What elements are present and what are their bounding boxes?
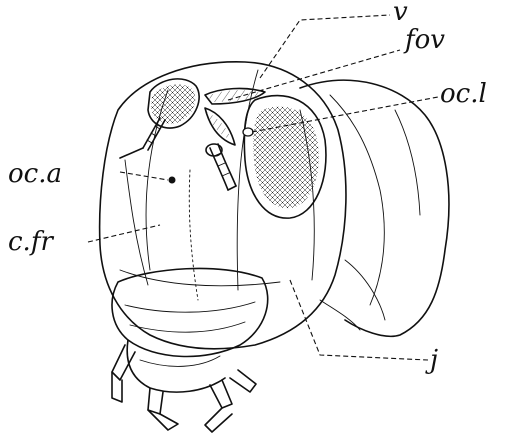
label-v: v [393, 0, 408, 27]
label-oc-l: oc.l [440, 79, 487, 109]
left-compound-eye [148, 79, 199, 128]
mouthparts [112, 268, 268, 432]
label-fov: fov [403, 25, 445, 55]
leader-fov [228, 50, 400, 100]
leader-c-fr [88, 225, 160, 242]
label-c-fr: c.fr [8, 227, 54, 257]
thorax-outline [300, 80, 449, 336]
head-capsule [100, 62, 346, 349]
antenna-left [120, 118, 165, 158]
anterior-ocellus [169, 177, 176, 184]
leader-j [290, 280, 428, 360]
antenna-right [206, 144, 236, 190]
label-oc-a: oc.a [8, 159, 62, 189]
lateral-ocellus [243, 128, 253, 136]
